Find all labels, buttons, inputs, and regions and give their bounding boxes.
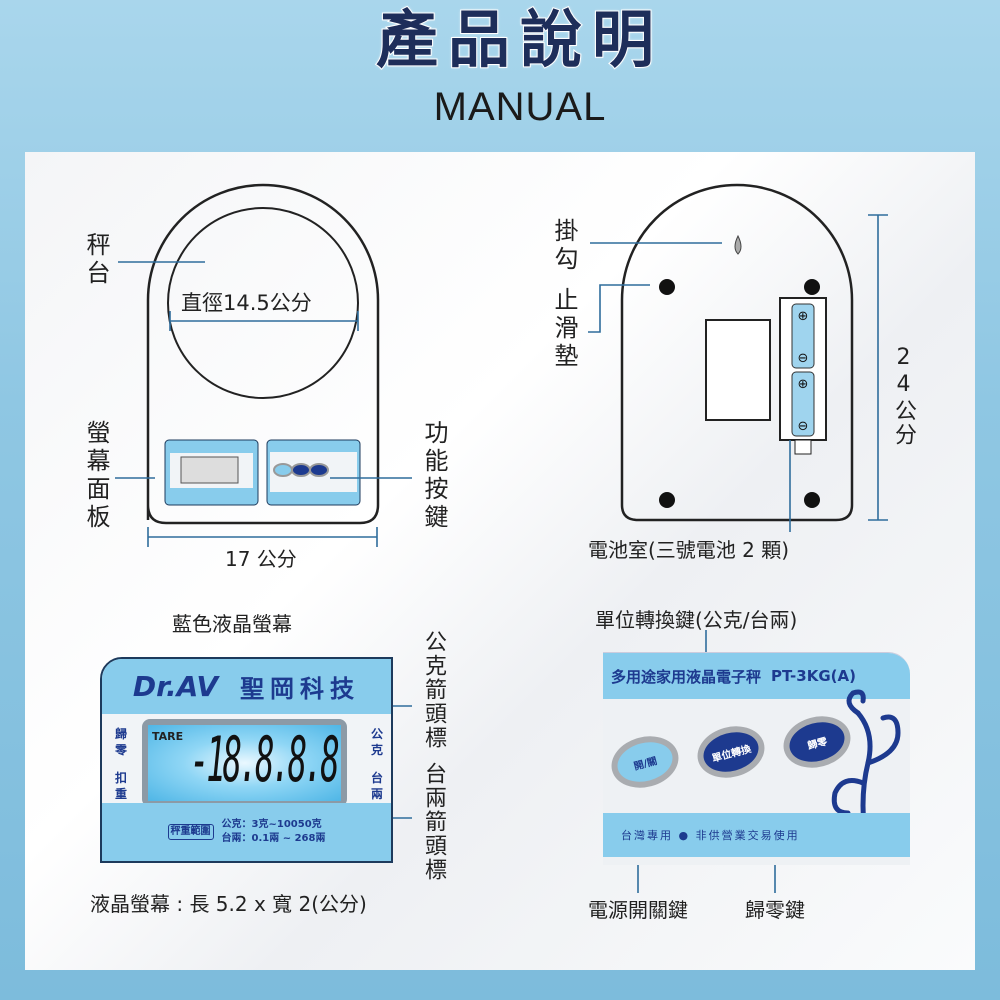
tael-arrow-label: 台兩箭頭標 (421, 762, 446, 882)
height-label: 24公分 (891, 345, 916, 447)
svg-text:⊖: ⊖ (798, 419, 809, 434)
model-number: PT-3KG(A) (771, 667, 856, 685)
battery-icon (791, 371, 815, 437)
function-keys-label: 功能按鍵 (420, 420, 448, 532)
mini-button (273, 463, 293, 477)
power-key-label: 電源開關鍵 (588, 898, 688, 922)
range-gram: 公克：3克~10050克 (221, 819, 322, 830)
width-label: 17 公分 (225, 547, 297, 571)
lcd-panel: Dr.AV 聖岡科技 歸零 扣重 公克 台兩 TARE -18.8.8.8 秤重… (100, 657, 393, 863)
range-title: 秤重範圍 (167, 824, 214, 840)
tare-indicator: TARE (152, 730, 184, 743)
page-subtitle: MANUAL (433, 85, 607, 129)
brand-cn: 聖岡科技 (240, 675, 361, 703)
battery-polarity-icons: ⊕ ⊖ ⊕ ⊖ (798, 309, 809, 434)
lcd-screen: TARE -18.8.8.8 (142, 719, 347, 807)
diameter-label: 直徑14.5公分 (181, 291, 312, 315)
weighing-platform (167, 207, 359, 399)
zero-key-label: 歸零鍵 (745, 898, 805, 922)
antislip-feet (659, 279, 820, 508)
range-tael: 台兩：0.1兩 ~ 268兩 (221, 833, 326, 844)
mini-button (291, 463, 311, 477)
battery-label: 電池室(三號電池 2 顆) (588, 538, 790, 562)
gram-mark: 公克 (370, 727, 383, 757)
brand-logo: Dr.AV (132, 670, 219, 703)
gram-arrow-label: 公克箭頭標 (421, 630, 446, 750)
tael-mark: 台兩 (370, 771, 383, 801)
button-panel: 多用途家用液晶電子秤 PT-3KG(A) 開/關 單位轉換 歸零 台灣專用 ● … (603, 652, 910, 865)
panel-footer: 台灣專用 ● 非供營業交易使用 (603, 813, 910, 857)
svg-text:⊕: ⊕ (798, 309, 809, 324)
platform-label: 秤台 (82, 232, 110, 288)
hook-icon (734, 234, 742, 255)
battery-icon (791, 303, 815, 369)
lcd-size-caption: 液晶螢幕 : 長 5.2 x 寬 2(公分) (90, 892, 367, 916)
page-title: 產品說明 (375, 3, 664, 77)
svg-text:⊖: ⊖ (798, 351, 809, 366)
svg-text:⊕: ⊕ (798, 377, 809, 392)
mini-screen (180, 456, 239, 484)
scale-bottom-outline (620, 183, 854, 522)
lcd-heading: 藍色液晶螢幕 (172, 612, 292, 636)
panel-title: 多用途家用液晶電子秤 (611, 667, 762, 686)
antislip-label: 止滑墊 (550, 287, 578, 371)
unit-switch-label: 單位轉換鍵(公克/台兩) (595, 608, 798, 632)
zero-mark: 歸零 (114, 727, 127, 757)
scale-top-outline (146, 183, 380, 525)
lcd-digits: -18.8.8.8 (190, 725, 340, 796)
tare-mark: 扣重 (114, 771, 127, 801)
battery-latch (794, 439, 812, 455)
label-plate (705, 319, 771, 421)
display-panel-label: 螢幕面板 (82, 420, 110, 532)
hook-label: 掛勾 (550, 218, 578, 274)
mini-button (309, 463, 329, 477)
